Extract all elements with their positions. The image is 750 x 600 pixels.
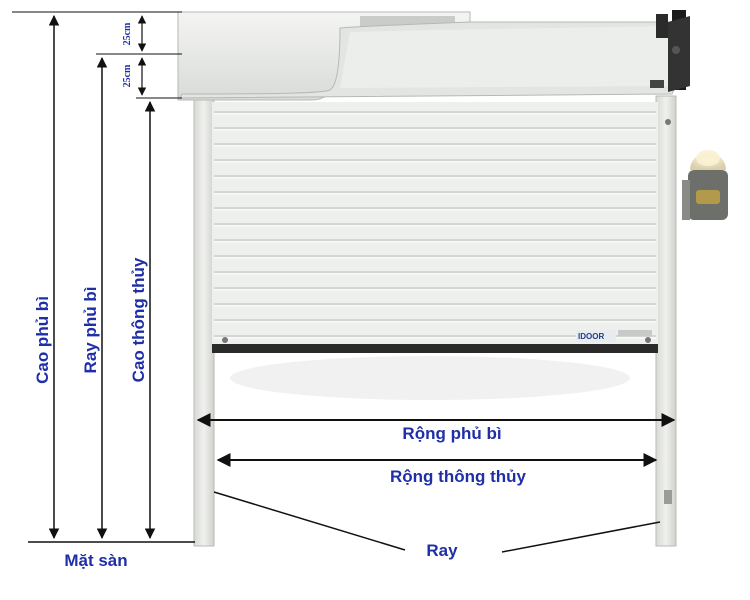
mat-san-label: Mặt sàn <box>64 551 127 570</box>
cao-thong-thuy-label: Cao thông thủy <box>129 257 148 382</box>
right-rail <box>655 95 677 547</box>
door-shadow <box>230 356 630 400</box>
left-rail <box>193 99 215 547</box>
gap-25cm-label-2: 25cm <box>122 64 133 87</box>
motor-bracket <box>650 10 690 92</box>
gap-25cm-label-1: 25cm <box>122 22 133 45</box>
ray-phu-bi-label: Ray phủ bì <box>81 287 100 374</box>
warning-lamp-icon <box>682 150 728 220</box>
roller-head-box <box>177 11 680 101</box>
door-curtain: IDOOR <box>212 102 671 353</box>
door-screw <box>665 119 671 125</box>
rong-thong-thuy-label: Rộng thông thủy <box>390 467 527 486</box>
ray-pointer-right <box>501 521 661 553</box>
right-rail-bolt <box>664 490 672 504</box>
lock-plate <box>618 330 652 336</box>
cao-phu-bi-label: Cao phủ bì <box>33 296 52 384</box>
logo-text: IDOOR <box>578 332 604 341</box>
logo-plate <box>576 330 616 342</box>
ray-label: Ray <box>426 541 458 560</box>
rong-phu-bi-label: Rộng phủ bì <box>402 424 501 443</box>
ray-pointer-left <box>213 491 406 551</box>
door-screw <box>222 337 228 343</box>
door-screw <box>645 337 651 343</box>
bottom-bar <box>212 344 658 353</box>
